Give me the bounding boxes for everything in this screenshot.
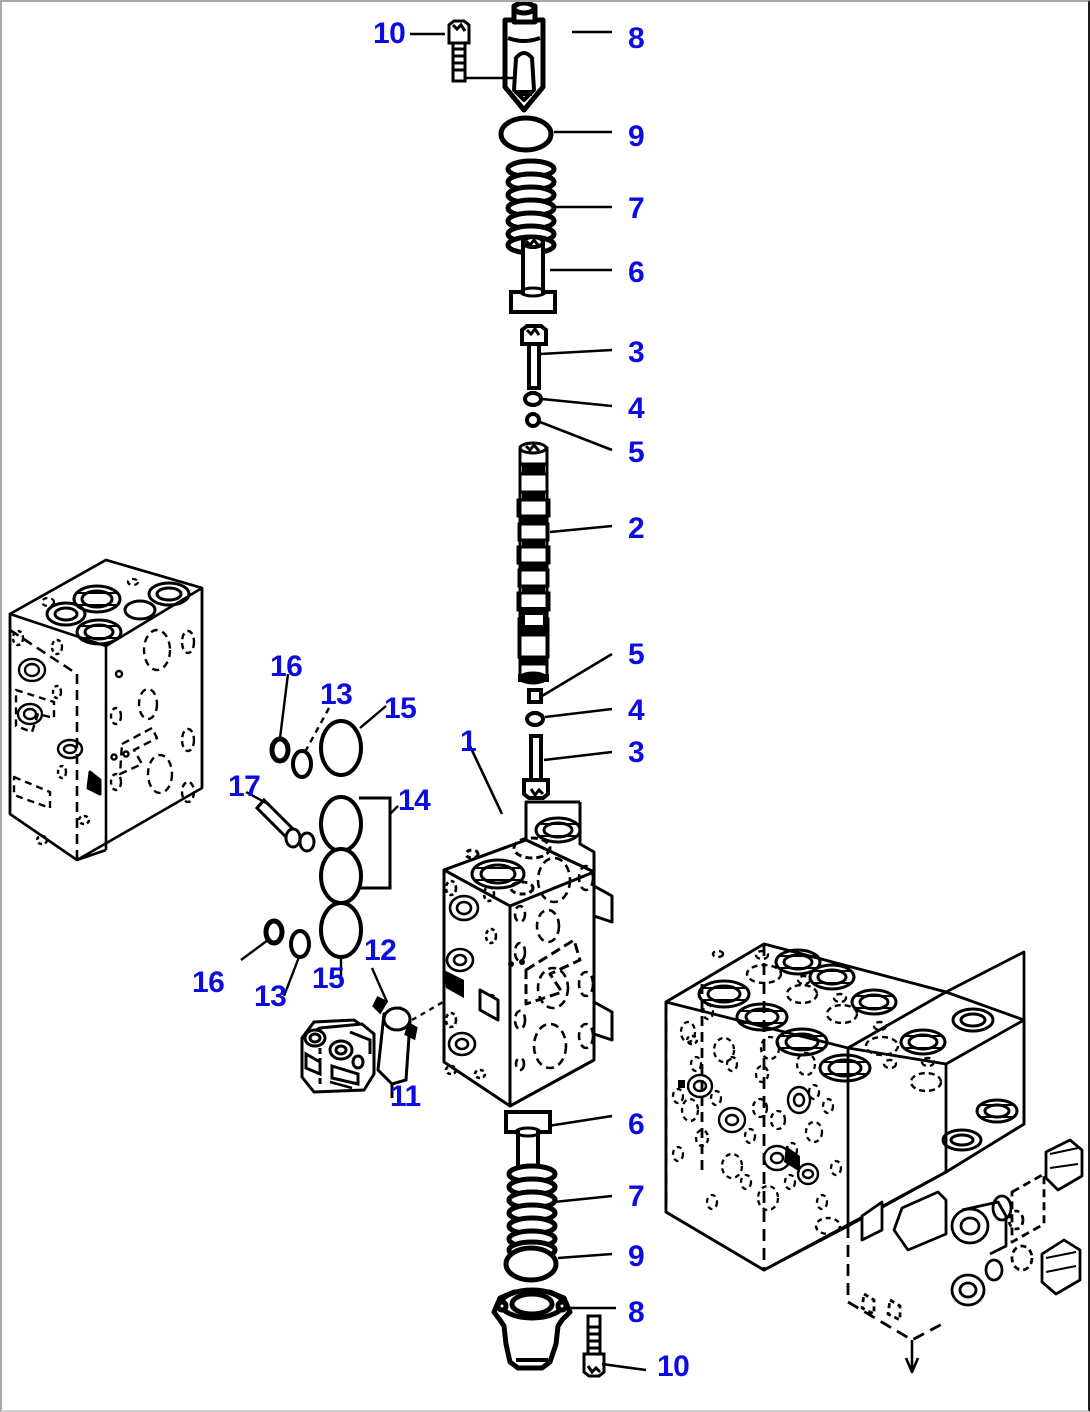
leader-14 [389,805,399,815]
callout-11: 11 [390,1080,421,1113]
leader-10-bottom [601,1362,647,1372]
leader-15-upper [359,705,387,729]
callout-12: 12 [364,934,397,967]
leader-5-bottom [541,652,613,698]
callout-8-top: 8 [628,22,645,55]
valve-cap-top [502,2,546,113]
o-ring-mid-lower [289,929,311,959]
callout-3-top: 3 [628,336,645,369]
o-ring-small-upper [272,739,288,761]
push-rod-bottom [522,734,550,800]
o-ring-bottom [503,1245,559,1283]
callout-4-bottom: 4 [628,694,645,727]
callout-5-bottom: 5 [628,638,645,671]
leader-9-bottom [557,1252,613,1260]
leader-7-bottom [553,1194,613,1204]
callout-5-top: 5 [628,436,645,469]
leader-16-lower [240,939,269,961]
socket-head-bolt-bottom [582,1314,606,1378]
o-ring-top [498,115,554,153]
spool [516,441,551,685]
callout-8-bottom: 8 [628,1296,645,1329]
callout-15-lower: 15 [312,962,345,995]
leader-6-bottom [547,1114,613,1128]
solenoid-block [300,1018,376,1094]
leader-12 [370,967,389,1003]
leader-12-to-body [411,996,451,1022]
leader-4-bottom [544,707,613,719]
callout-3-bottom: 3 [628,736,645,769]
callout-13-lower: 13 [254,980,287,1013]
leader-3-bottom [543,750,613,762]
callout-7-bottom: 7 [628,1180,645,1213]
callout-16-lower: 16 [192,966,225,999]
callout-13-upper: 13 [320,678,353,711]
leader-16-upper [278,673,290,739]
o-ring-large-lower [319,901,363,959]
push-rod-top [520,324,548,390]
pin-assembly [254,797,316,853]
left-valve-block [8,558,204,862]
leader-2 [549,524,613,534]
leader-1 [468,745,504,815]
leader-13-upper [303,707,331,753]
callout-4-top: 4 [628,392,645,425]
backup-ring-bottom [527,688,543,704]
seal-ring-top [523,391,543,407]
leader-13-lower [282,956,301,997]
seal-ring-bottom [525,711,545,727]
leader-3-top [539,348,613,356]
socket-head-bolt-top [447,19,471,83]
callout-6-bottom: 6 [628,1108,645,1141]
callout-2: 2 [628,512,645,545]
leader-5-top [539,420,613,452]
backup-ring-top [525,412,541,428]
valve-body-center [442,800,614,1108]
callout-9-top: 9 [628,120,645,153]
callout-1: 1 [460,725,477,758]
callout-9-bottom: 9 [628,1240,645,1273]
leader-4-top [541,397,613,408]
right-valve-block [664,942,1084,1374]
callout-16-upper: 16 [270,650,303,683]
callout-17: 17 [228,770,261,803]
o-ring-pair-bracket [319,795,392,905]
valve-cap-bottom [491,1287,573,1371]
o-ring-small-lower [266,921,282,943]
spring-bottom [509,1166,555,1258]
o-ring-large-upper [319,719,363,777]
callout-10-bottom: 10 [657,1350,690,1383]
callout-15-upper: 15 [384,692,417,725]
callout-7-top: 7 [628,192,645,225]
o-ring-mid-upper [291,749,313,779]
leader-17 [245,790,269,806]
gasket-plate [372,995,418,1098]
callout-6-top: 6 [628,256,645,289]
callout-10-top: 10 [373,17,406,50]
callout-14: 14 [398,784,431,817]
